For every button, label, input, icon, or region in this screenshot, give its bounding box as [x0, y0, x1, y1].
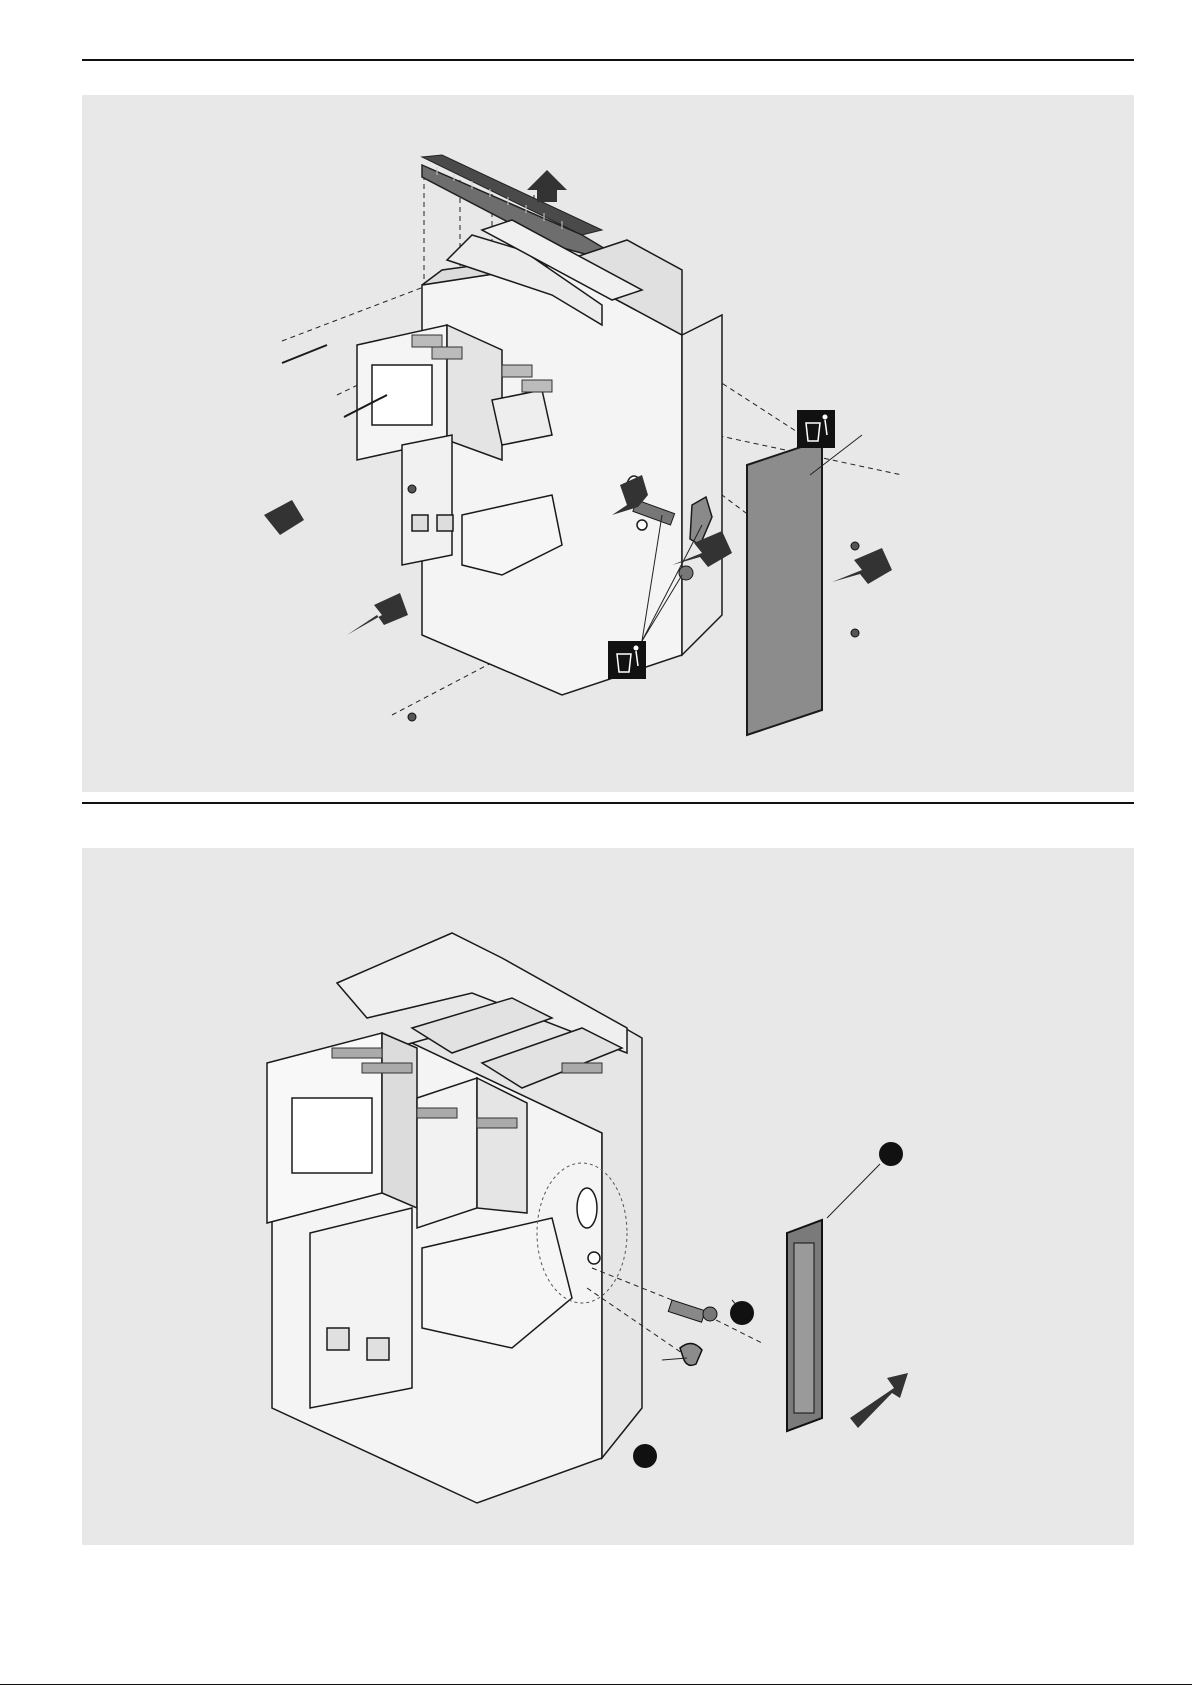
trash-bin-icon [608, 641, 646, 679]
arrow-icon [850, 1373, 908, 1428]
pin-part [668, 1300, 717, 1322]
install-illustration [82, 848, 1134, 1545]
top-rule [82, 59, 1134, 61]
callout-marker [879, 1142, 903, 1166]
trash-bin-icon [797, 410, 835, 448]
clip-part [680, 1343, 702, 1365]
callout-marker [730, 1301, 754, 1325]
callout-leaders [662, 1164, 880, 1360]
callout-marker [633, 1444, 657, 1468]
side-cover-plate [747, 440, 822, 735]
diagram-panel-removal [82, 95, 1134, 792]
diagram-panel-install [82, 848, 1134, 1545]
middle-rule [82, 802, 1134, 804]
cap [679, 566, 693, 580]
removal-illustration [82, 95, 1134, 792]
breaker-assembly [267, 933, 642, 1503]
